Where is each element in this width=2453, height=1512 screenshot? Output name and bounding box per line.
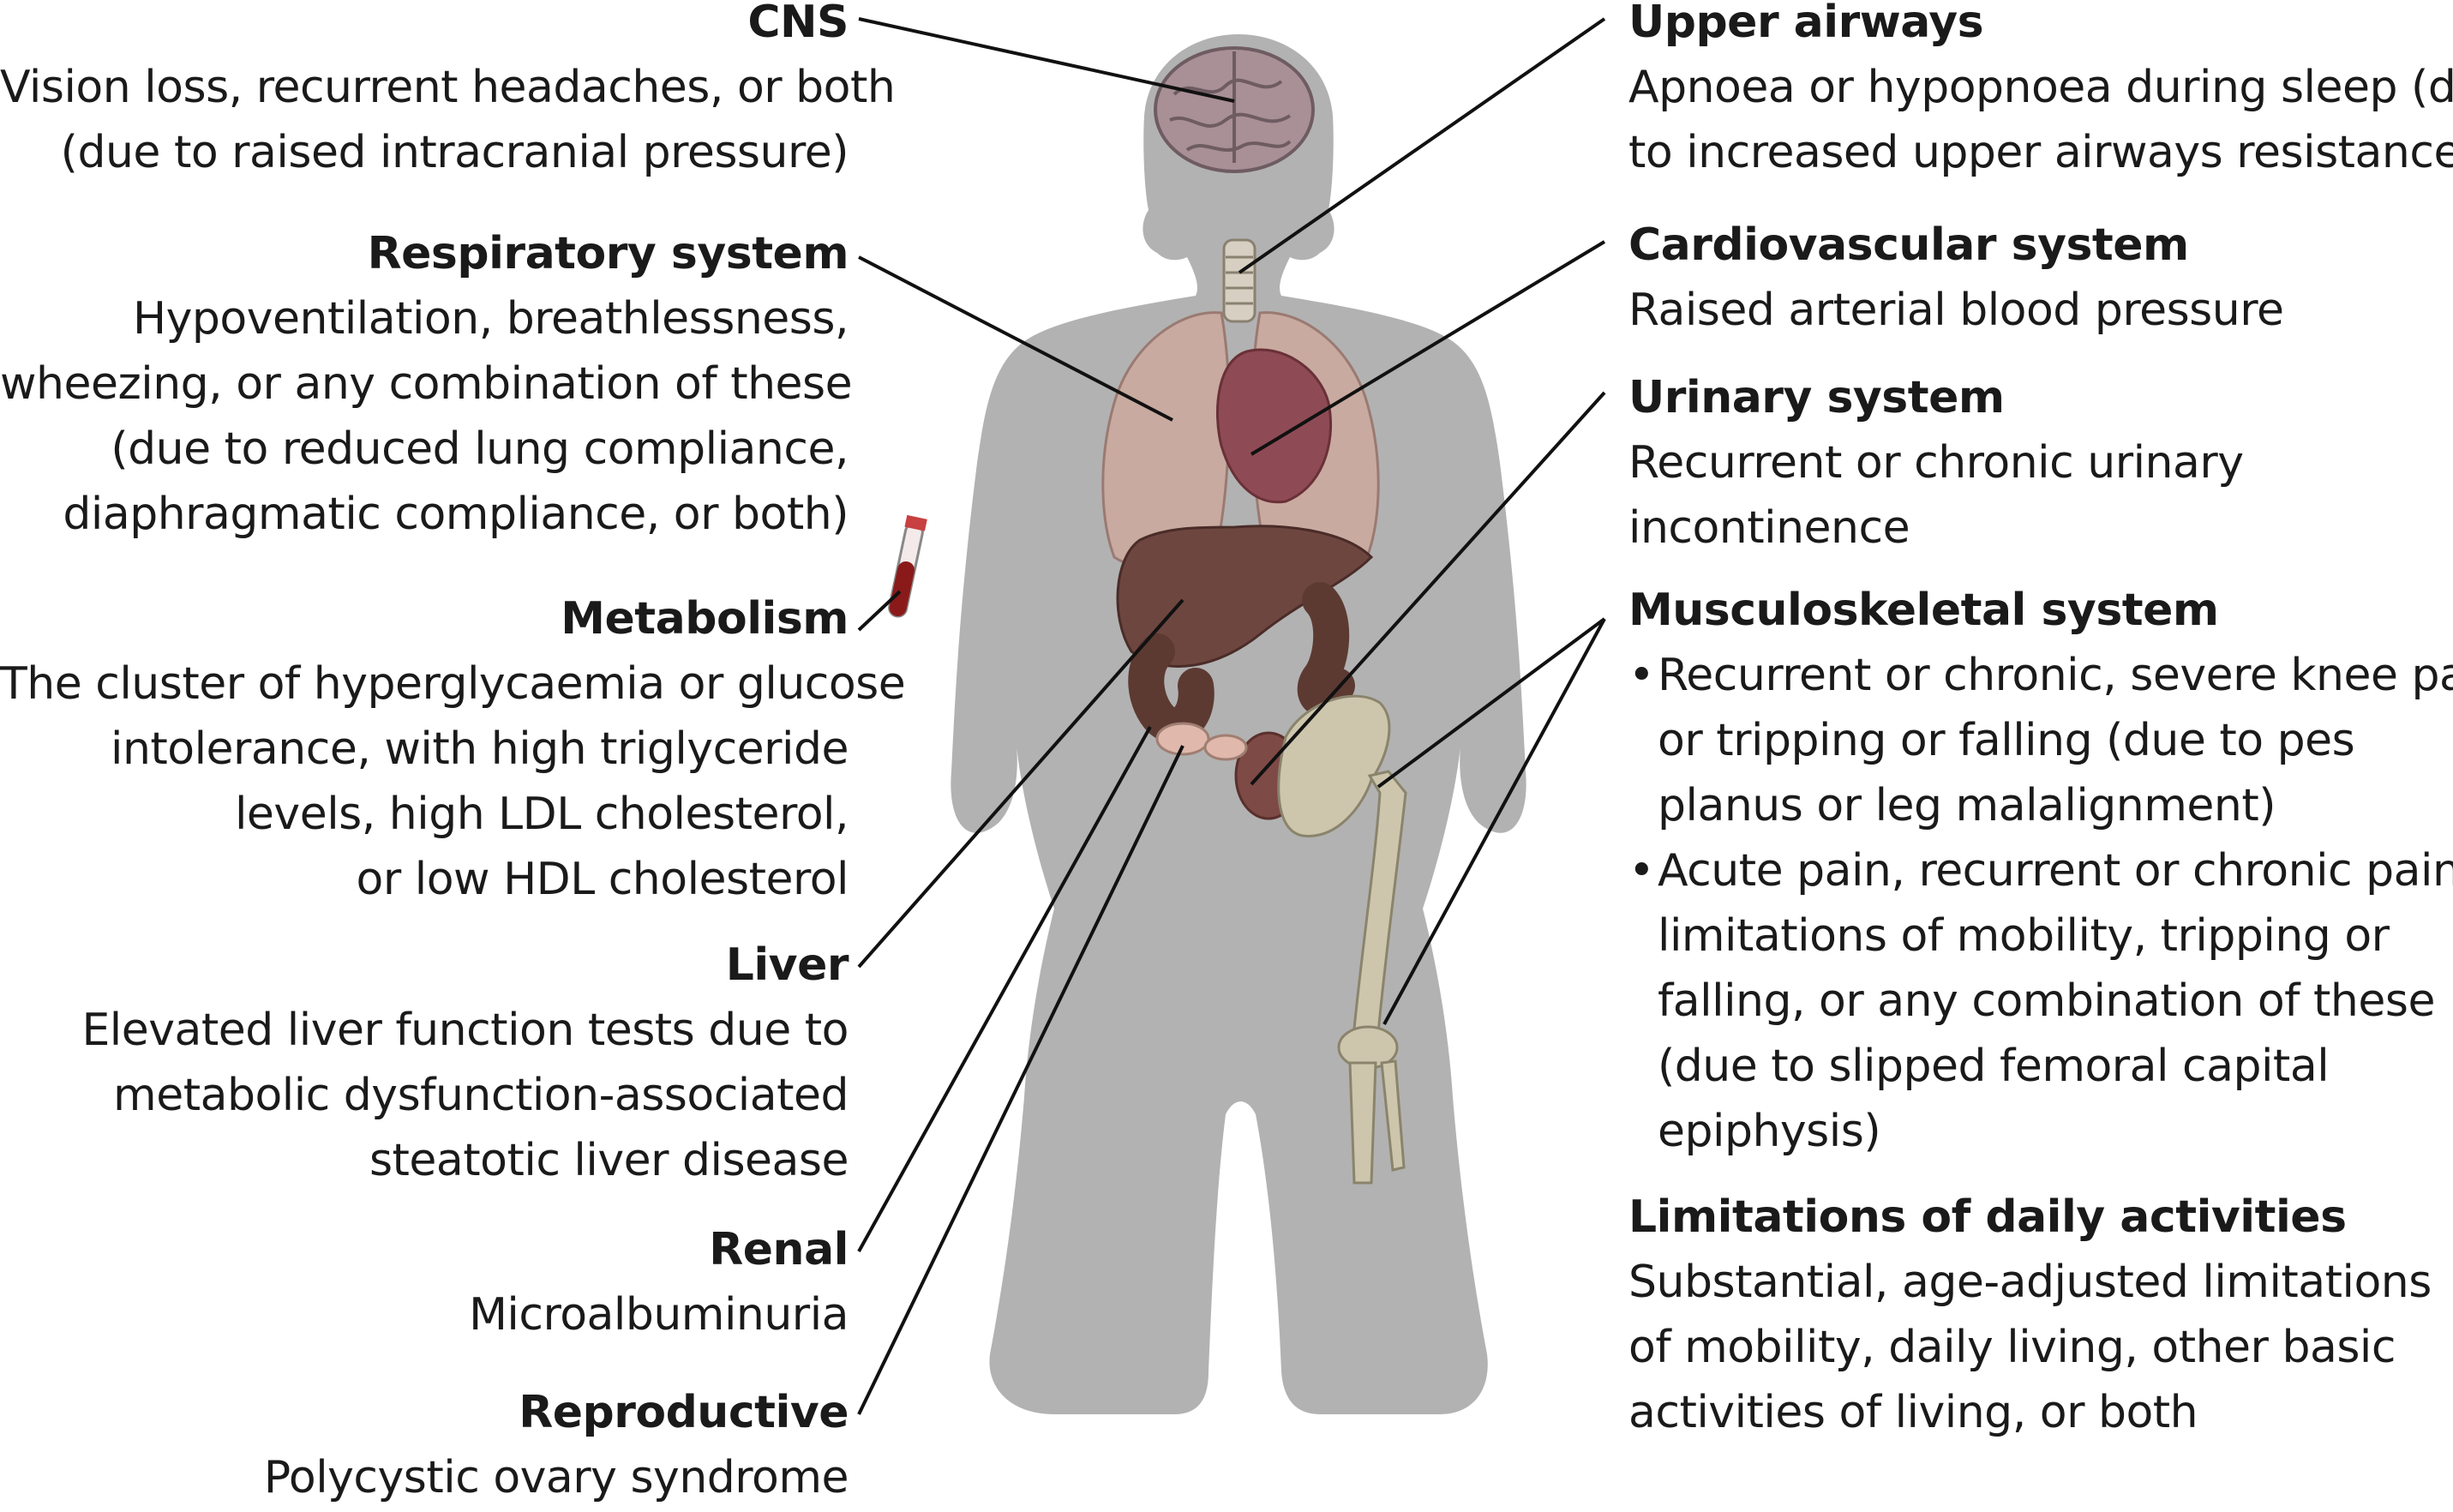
- section-text-line: Hypoventilation, breathlessness,: [133, 293, 849, 345]
- section-text-line: Vision loss, recurrent headaches, or bot…: [0, 62, 896, 113]
- leader-cns: [858, 17, 1235, 103]
- section-heading: Upper airways: [1628, 0, 1984, 48]
- section-musculoskeletal-system: Musculoskeletal system • Recurrent or ch…: [1628, 578, 2453, 1164]
- section-liver: Liver Elevated liver function tests due …: [0, 933, 849, 1193]
- leader-reproductive: [857, 745, 1185, 1415]
- bullet-item: • Recurrent or chronic, severe knee pain…: [1628, 643, 2453, 838]
- section-text-line: levels, high LDL cholesterol,: [234, 789, 849, 840]
- section-text-line: The cluster of hyperglycaemia or glucose: [0, 658, 906, 710]
- section-text-line: steatotic liver disease: [369, 1135, 849, 1186]
- section-heading: Renal: [709, 1224, 849, 1275]
- section-text-line: Substantial, age-adjusted limitations: [1628, 1257, 2432, 1308]
- leader-musculoskeletal-knee: [1382, 618, 1606, 1025]
- section-cns: CNS Vision loss, recurrent headaches, or…: [0, 0, 896, 185]
- ovary-left: [1155, 722, 1210, 756]
- section-text-line: intolerance, with high triglyceride: [111, 723, 849, 775]
- bullet-marker: •: [1628, 845, 1655, 897]
- ovary-right: [1203, 734, 1248, 761]
- section-text-line: Microalbuminuria: [469, 1289, 849, 1341]
- section-heading: Metabolism: [561, 593, 849, 645]
- leader-respiratory: [858, 255, 1173, 422]
- section-metabolism: Metabolism The cluster of hyperglycaemia…: [0, 586, 906, 912]
- section-text-line: of mobility, daily living, other basic: [1628, 1322, 2396, 1373]
- section-urinary-system: Urinary system Recurrent or chronic urin…: [1628, 365, 2453, 561]
- section-text-line: or low HDL cholesterol: [356, 854, 849, 905]
- leader-liver: [857, 598, 1185, 969]
- section-heading: Urinary system: [1628, 372, 2005, 423]
- section-text-line: Apnoea or hypopnoea during sleep (due: [1628, 62, 2453, 113]
- section-text-line: metabolic dysfunction-associated: [113, 1070, 849, 1121]
- section-text-line: Recurrent or chronic urinary: [1628, 437, 2244, 489]
- section-heading: Liver: [725, 939, 849, 991]
- section-cardiovascular-system: Cardiovascular system Raised arterial bl…: [1628, 213, 2453, 343]
- bullet-item: • Acute pain, recurrent or chronic pain,…: [1628, 838, 2453, 1164]
- bullet-text-line: Acute pain, recurrent or chronic pain,: [1658, 845, 2453, 897]
- bullet-text-line: (due to slipped femoral capital: [1658, 1041, 2330, 1092]
- bullet-text-line: limitations of mobility, tripping or: [1658, 910, 2390, 962]
- bullet-text-line: falling, or any combination of these: [1658, 975, 2435, 1027]
- section-heading: Limitations of daily activities: [1628, 1191, 2347, 1243]
- section-text-line: activities of living, or both: [1628, 1387, 2198, 1438]
- leader-upper-airways: [1238, 17, 1606, 274]
- heart: [1216, 348, 1333, 504]
- bullet-marker: •: [1628, 650, 1655, 701]
- section-text-line: (due to reduced lung compliance,: [111, 423, 849, 475]
- section-heading: Cardiovascular system: [1628, 219, 2189, 271]
- section-text-line: Elevated liver function tests due to: [81, 1005, 849, 1056]
- blood-sample-tube-icon: [888, 514, 927, 618]
- brain-folds: [1169, 51, 1292, 163]
- bullet-text-line: or tripping or falling (due to pes: [1658, 715, 2355, 766]
- section-heading: Reproductive: [519, 1387, 849, 1438]
- bullet-text-line: planus or leg malalignment): [1658, 780, 2276, 831]
- tibia: [1348, 1059, 1406, 1185]
- section-heading: CNS: [747, 0, 849, 48]
- trachea: [1222, 238, 1256, 323]
- section-heading: Respiratory system: [367, 228, 849, 279]
- leader-urinary: [1250, 391, 1606, 786]
- leader-metabolism: [857, 590, 902, 632]
- section-renal: Renal Microalbuminuria: [0, 1217, 849, 1347]
- bullet-text-line: Recurrent or chronic, severe knee pain,: [1658, 650, 2453, 701]
- leader-musculoskeletal-hip: [1376, 617, 1606, 789]
- section-respiratory-system: Respiratory system Hypoventilation, brea…: [0, 221, 853, 547]
- section-text-line: diaphragmatic compliance, or both): [63, 489, 849, 540]
- section-text-line: Raised arterial blood pressure: [1628, 285, 2284, 336]
- section-upper-airways: Upper airways Apnoea or hypopnoea during…: [1628, 0, 2453, 185]
- intestine: [1128, 582, 1355, 744]
- section-heading: Musculoskeletal system: [1628, 585, 2219, 636]
- section-text-line: incontinence: [1628, 502, 1910, 554]
- leader-renal: [857, 726, 1152, 1252]
- leader-lines: [857, 17, 1606, 1415]
- section-reproductive: Reproductive Polycystic ovary syndrome: [0, 1380, 849, 1510]
- bullet-text-line: epiphysis): [1658, 1106, 1881, 1157]
- leader-cardiovascular: [1250, 240, 1606, 456]
- section-limitations-of-daily-activities: Limitations of daily activities Substant…: [1628, 1185, 2453, 1445]
- section-text-line: wheezing, or any combination of these: [0, 358, 853, 410]
- section-text-line: to increased upper airways resistance): [1628, 127, 2453, 178]
- section-text-line: (due to raised intracranial pressure): [60, 127, 849, 178]
- section-text-line: Polycystic ovary syndrome: [263, 1452, 849, 1503]
